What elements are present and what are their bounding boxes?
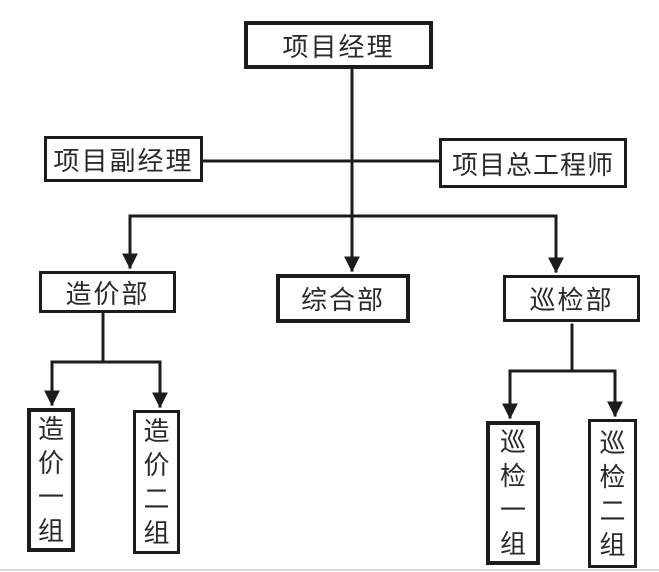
org-node-project-manager: 项目经理 <box>244 21 433 69</box>
org-node-label: 项目总工程师 <box>451 149 614 180</box>
org-node-general-dept: 综合部 <box>276 274 410 323</box>
org-node-label: 巡检部 <box>529 285 614 315</box>
org-node-chief-engineer: 项目总工程师 <box>439 138 627 188</box>
org-node-inspection-dept: 巡检部 <box>503 275 640 322</box>
org-node-label: 造价一组 <box>37 414 64 546</box>
org-node-inspection-group2: 巡检二组 <box>588 419 637 568</box>
org-node-cost-group1: 造价一组 <box>27 408 75 552</box>
org-node-label: 造价部 <box>65 278 150 309</box>
image-border-line <box>0 569 659 571</box>
org-node-label: 综合部 <box>300 285 385 315</box>
org-node-label: 巡检一组 <box>499 427 526 559</box>
org-node-label: 造价二组 <box>143 416 170 548</box>
org-node-cost-dept: 造价部 <box>39 271 176 313</box>
org-node-label: 巡检二组 <box>599 427 626 560</box>
org-node-deputy-manager: 项目副经理 <box>44 136 203 182</box>
org-node-inspection-group1: 巡检一组 <box>486 421 540 565</box>
org-node-label: 项目经理 <box>282 31 395 62</box>
org-node-cost-group2: 造价二组 <box>133 410 180 554</box>
org-node-label: 项目副经理 <box>53 145 194 176</box>
